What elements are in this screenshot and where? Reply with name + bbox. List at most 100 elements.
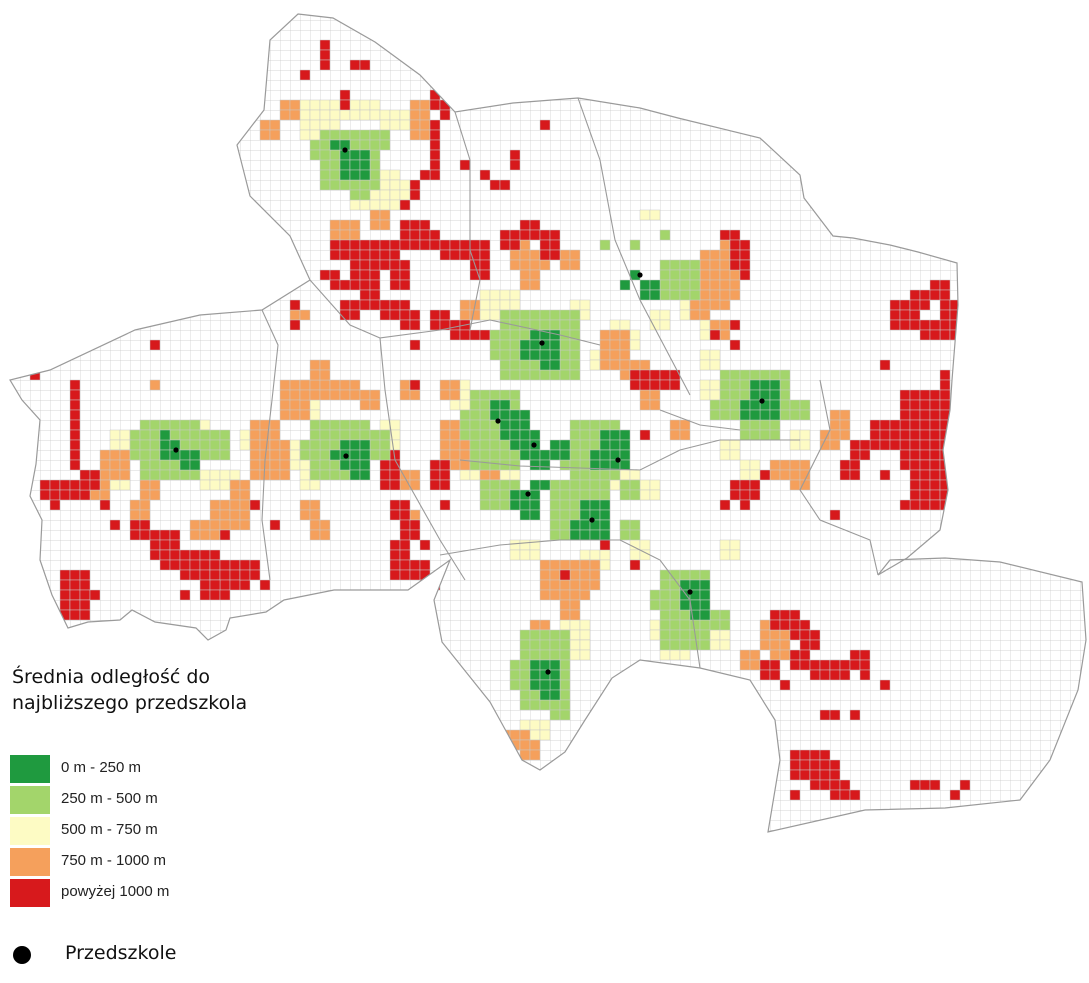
grid-cell bbox=[779, 409, 791, 421]
grid-cell bbox=[399, 569, 411, 581]
grid-cell bbox=[69, 489, 81, 501]
grid-cell bbox=[509, 339, 521, 351]
grid-cell bbox=[699, 639, 711, 651]
grid-cell bbox=[359, 269, 371, 281]
grid-cell bbox=[939, 309, 951, 321]
grid-cell bbox=[529, 739, 541, 751]
grid-cell bbox=[809, 779, 821, 791]
grid-cell bbox=[519, 509, 531, 521]
grid-cell bbox=[229, 559, 241, 571]
grid-cell bbox=[619, 279, 631, 291]
grid-cell bbox=[449, 319, 461, 331]
grid-cell bbox=[219, 449, 231, 461]
grid-cell bbox=[529, 639, 541, 651]
grid-cell bbox=[539, 309, 551, 321]
grid-cell bbox=[169, 469, 181, 481]
grid-cell bbox=[579, 619, 591, 631]
grid-cell bbox=[949, 319, 961, 331]
grid-cell bbox=[209, 449, 221, 461]
grid-cell bbox=[299, 409, 311, 421]
grid-cell bbox=[209, 589, 221, 601]
grid-cell bbox=[539, 369, 551, 381]
grid-cell bbox=[359, 389, 371, 401]
grid-cell bbox=[919, 439, 931, 451]
grid-cell bbox=[309, 389, 321, 401]
grid-cell bbox=[179, 449, 191, 461]
grid-cell bbox=[289, 319, 301, 331]
grid-cell bbox=[799, 469, 811, 481]
grid-cell bbox=[479, 439, 491, 451]
grid-cell bbox=[319, 39, 331, 51]
grid-cell bbox=[399, 519, 411, 531]
grid-cell bbox=[329, 219, 341, 231]
grid-cell bbox=[439, 239, 451, 251]
grid-cell bbox=[769, 469, 781, 481]
grid-cell bbox=[389, 169, 401, 181]
grid-cell bbox=[309, 409, 321, 421]
grid-cell bbox=[789, 609, 801, 621]
grid-cell bbox=[579, 449, 591, 461]
grid-cell bbox=[689, 309, 701, 321]
grid-cell bbox=[719, 269, 731, 281]
grid-cell bbox=[569, 419, 581, 431]
grid-cell bbox=[769, 629, 781, 641]
grid-cell bbox=[619, 459, 631, 471]
grid-cell bbox=[469, 469, 481, 481]
grid-cell bbox=[539, 589, 551, 601]
grid-cell bbox=[519, 249, 531, 261]
grid-cell bbox=[739, 249, 751, 261]
grid-cell bbox=[299, 109, 311, 121]
grid-cell bbox=[569, 599, 581, 611]
grid-cell bbox=[249, 449, 261, 461]
grid-cell bbox=[839, 459, 851, 471]
grid-cell bbox=[279, 399, 291, 411]
grid-cell bbox=[519, 429, 531, 441]
grid-cell bbox=[459, 429, 471, 441]
grid-cell bbox=[949, 789, 961, 801]
grid-cell bbox=[459, 249, 471, 261]
grid-cell bbox=[729, 269, 741, 281]
grid-cell bbox=[519, 629, 531, 641]
grid-cell bbox=[369, 219, 381, 231]
grid-cell bbox=[479, 459, 491, 471]
grid-cell bbox=[719, 389, 731, 401]
grid-cell bbox=[639, 359, 651, 371]
grid-cell bbox=[779, 369, 791, 381]
grid-cell bbox=[619, 329, 631, 341]
grid-cell bbox=[409, 309, 421, 321]
grid-cell bbox=[139, 449, 151, 461]
grid-cell bbox=[829, 669, 841, 681]
legend-label: powyżej 1000 m bbox=[61, 883, 170, 900]
grid-cell bbox=[129, 429, 141, 441]
grid-cell bbox=[789, 399, 801, 411]
kindergarten-point bbox=[539, 340, 545, 346]
grid-cell bbox=[689, 279, 701, 291]
grid-cell bbox=[349, 249, 361, 261]
grid-cell bbox=[679, 639, 691, 651]
grid-cell bbox=[199, 569, 211, 581]
grid-cell bbox=[549, 659, 561, 671]
grid-cell bbox=[79, 589, 91, 601]
grid-cell bbox=[589, 499, 601, 511]
grid-cell bbox=[839, 779, 851, 791]
grid-cell bbox=[359, 169, 371, 181]
grid-cell bbox=[709, 399, 721, 411]
grid-cell bbox=[309, 419, 321, 431]
grid-cell bbox=[869, 439, 881, 451]
grid-cell bbox=[729, 369, 741, 381]
grid-cell bbox=[199, 429, 211, 441]
grid-cell bbox=[249, 559, 261, 571]
grid-cell bbox=[279, 389, 291, 401]
grid-cell bbox=[859, 659, 871, 671]
grid-cell bbox=[559, 459, 571, 471]
grid-cell bbox=[309, 499, 321, 511]
grid-cell bbox=[179, 439, 191, 451]
grid-cell bbox=[359, 399, 371, 411]
grid-cell bbox=[499, 389, 511, 401]
cells-dg bbox=[159, 139, 781, 701]
grid-cell bbox=[749, 489, 761, 501]
grid-cell bbox=[829, 419, 841, 431]
grid-cell bbox=[769, 399, 781, 411]
grid-cell bbox=[529, 249, 541, 261]
grid-cell bbox=[309, 529, 321, 541]
